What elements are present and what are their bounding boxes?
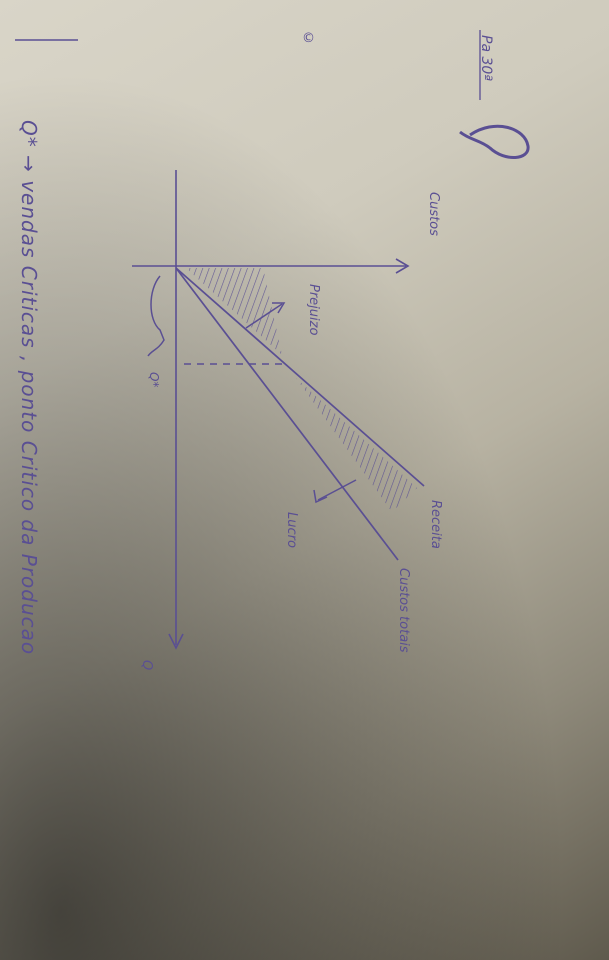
loss-label: Prejuizo xyxy=(306,284,321,335)
profit-area xyxy=(296,378,417,512)
profit-label: Lucro xyxy=(284,512,299,548)
page-ref-text: Pa 30ª xyxy=(478,35,494,81)
revenue-line xyxy=(175,267,425,487)
custos-axis-arrow-icon xyxy=(395,258,410,274)
q-star-label: Q* xyxy=(147,372,161,387)
page-reference: Pa 30ª xyxy=(15,30,530,159)
axes xyxy=(132,170,410,650)
loss-area xyxy=(186,268,282,355)
rho-mark-icon xyxy=(459,124,530,159)
profit-pointer-arrow-icon xyxy=(313,489,328,504)
circle-mark: © xyxy=(302,31,315,46)
y-axis-label: Custos xyxy=(426,192,441,236)
q-star-brace xyxy=(147,275,165,357)
revenue-line-label: Receita xyxy=(428,500,443,549)
x-axis-label: Q xyxy=(139,660,154,670)
loss-pointer-arrow-icon xyxy=(272,302,286,314)
q-axis-arrow-icon xyxy=(168,633,184,650)
profit-pointer-line xyxy=(317,479,357,501)
loss-pointer-line xyxy=(245,303,283,329)
total-cost-line xyxy=(175,267,399,561)
footer-note: Q* → vendas Criticas , ponto Critico da … xyxy=(17,120,41,655)
total-cost-line-label: Custos totais xyxy=(396,568,411,653)
